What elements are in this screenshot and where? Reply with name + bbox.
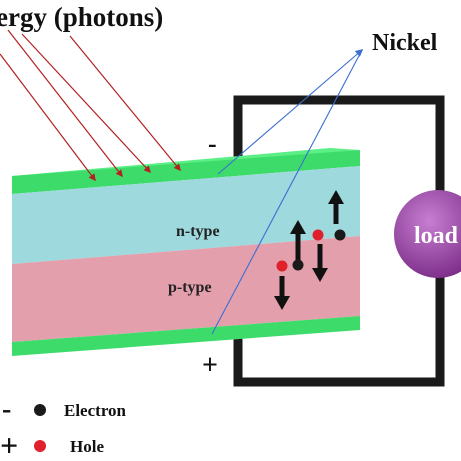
electron <box>292 259 304 271</box>
nickel-pointers <box>211 48 364 335</box>
electron-up-arrow-head <box>290 220 306 234</box>
photon-ray <box>7 29 123 178</box>
electron <box>334 229 346 241</box>
charge-carriers <box>274 190 346 310</box>
legend: - Electron + Hole <box>0 394 127 461</box>
hole-down-arrow-head <box>274 296 290 310</box>
legend-hole-dot <box>34 440 46 452</box>
plus-terminal: + <box>202 350 218 381</box>
legend-electron-label: Electron <box>64 401 127 420</box>
load-circle <box>394 190 461 278</box>
n-type-layer <box>12 166 360 264</box>
minus-terminal: - <box>208 129 217 158</box>
electron-up-arrow-head <box>328 190 344 204</box>
n-type-label: n-type <box>176 223 220 240</box>
bottom-contact <box>12 316 360 356</box>
p-type-layer <box>12 236 360 342</box>
legend-hole-label: Hole <box>70 437 104 456</box>
photon-ray <box>21 33 151 174</box>
hole-down-arrow-head <box>312 268 328 282</box>
photon-rays <box>0 29 181 182</box>
solar-cell-slab <box>12 148 360 356</box>
legend-electron-dot <box>34 404 46 416</box>
legend-electron-symbol: - <box>2 394 11 425</box>
hole <box>276 260 288 272</box>
load-label: load <box>414 223 459 249</box>
p-type-label: p-type <box>168 279 212 296</box>
photons-title: ergy (photons) <box>0 2 163 32</box>
photon-ray <box>69 35 181 172</box>
hole <box>312 229 324 241</box>
nickel-label: Nickel <box>372 30 438 56</box>
legend-hole-symbol: + <box>0 427 18 461</box>
photon-ray <box>0 53 96 182</box>
nickel-pointer-bottom <box>211 49 363 335</box>
nickel-pointer-top <box>217 48 364 175</box>
top-contact-front <box>12 150 360 194</box>
